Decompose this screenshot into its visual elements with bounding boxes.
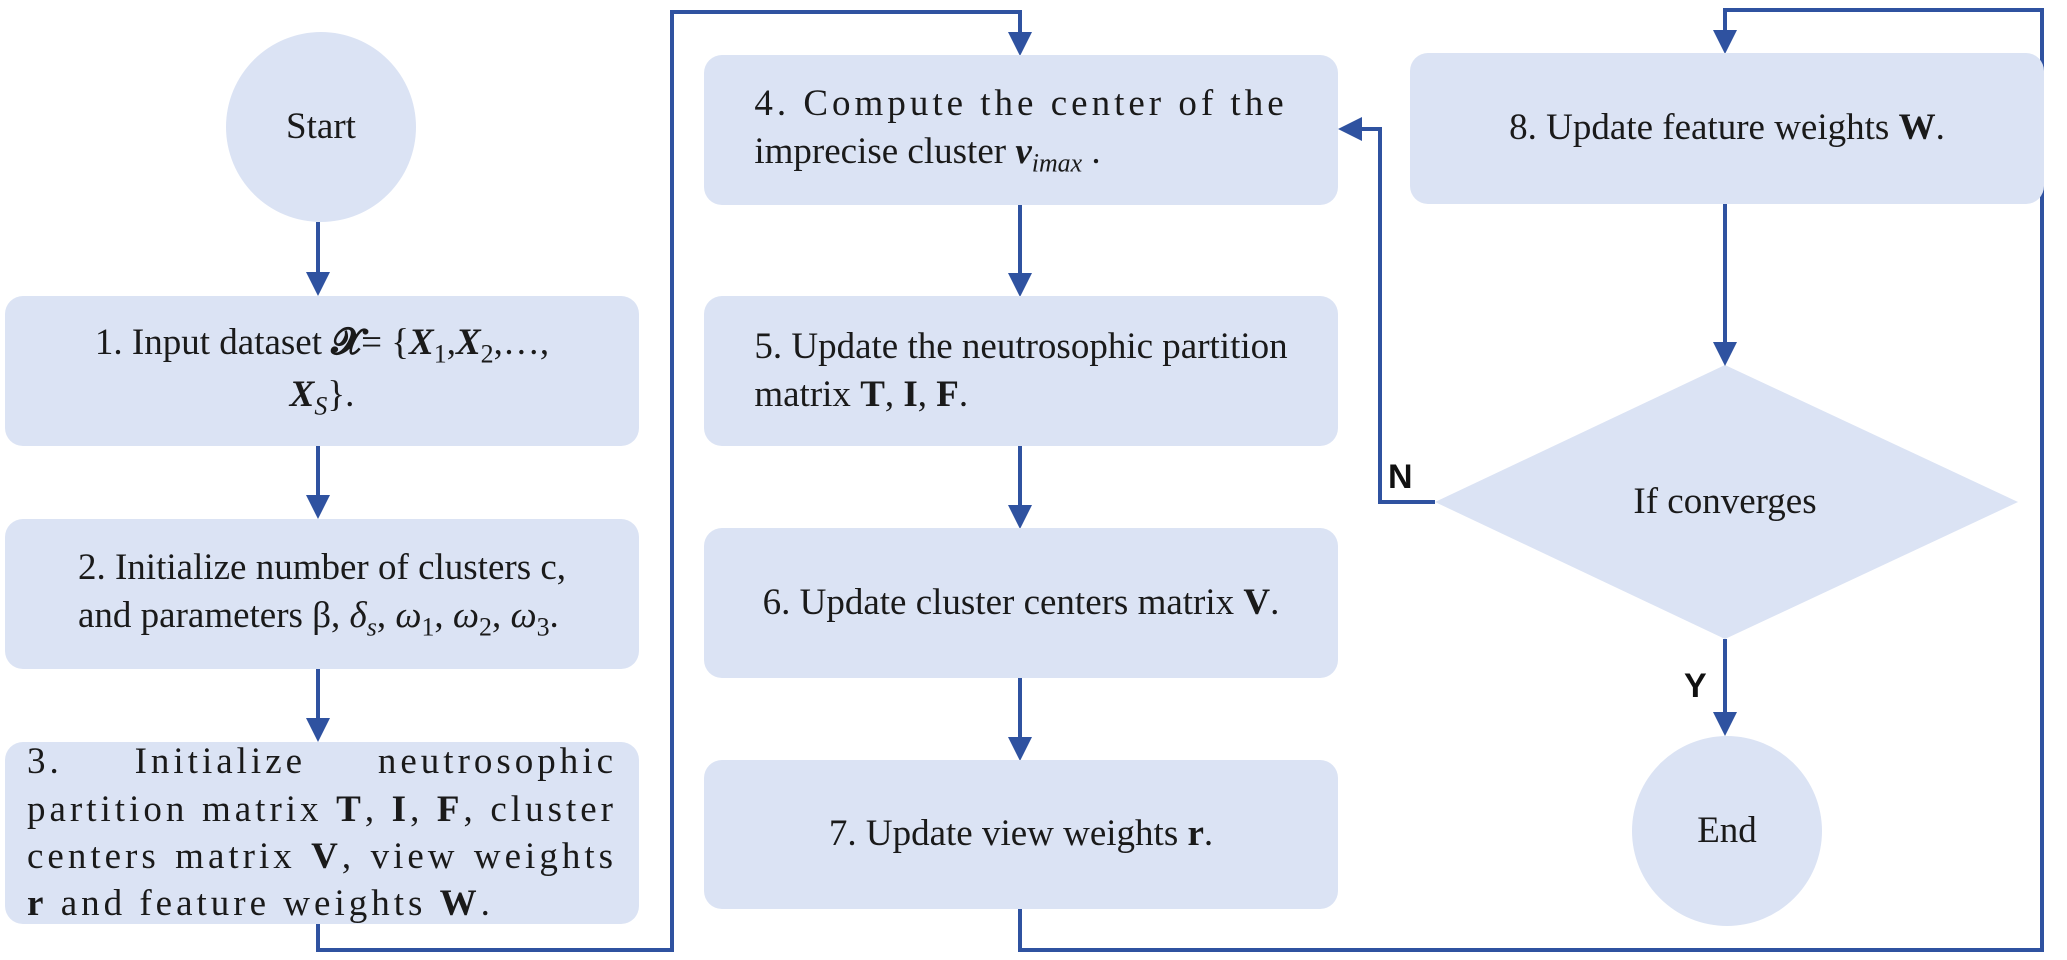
edge-label-no: N <box>1388 458 1413 496</box>
start-node: Start <box>226 32 416 222</box>
end-label: End <box>1697 809 1757 851</box>
start-label: Start <box>286 105 356 147</box>
step7-box: 7. Update view weights r. <box>704 760 1338 909</box>
decision-label-box: If converges <box>1535 465 1915 539</box>
step2-text: 2. Initialize number of clusters c, and … <box>77 546 567 642</box>
step5-box: 5. Update the neutrosophic partition mat… <box>704 296 1338 446</box>
edge-step7-to-step8 <box>1018 8 2044 952</box>
step6-box: 6. Update cluster centers matrix V. <box>704 528 1338 678</box>
step1-box: 1. Input dataset 𝓧= {X1,X2,…,XS}. <box>5 296 639 446</box>
step4-box: 4. Compute the center of the imprecise c… <box>704 55 1338 205</box>
step2-box: 2. Initialize number of clusters c, and … <box>5 519 639 669</box>
decision-diamond <box>1435 365 2018 639</box>
step3-text: 3. Initialize neutrosophic partition mat… <box>27 741 617 925</box>
decision-label: If converges <box>1633 480 1817 522</box>
step4-text: 4. Compute the center of the imprecise c… <box>754 82 1288 178</box>
end-node: End <box>1632 736 1822 926</box>
step8-text: 8. Update feature weights W. <box>1509 107 1945 149</box>
step7-text: 7. Update view weights r. <box>828 813 1214 855</box>
step8-box: 8. Update feature weights W. <box>1410 53 2044 204</box>
step6-text: 6. Update cluster centers matrix V. <box>762 581 1280 623</box>
edge-decision-no-to-step4 <box>1338 117 1435 504</box>
decision-diamond-group <box>1435 365 2018 639</box>
edge-label-yes: Y <box>1684 667 1707 705</box>
step1-text: 1. Input dataset 𝓧= {X1,X2,…,XS}. <box>94 321 550 421</box>
edge-step3-to-step4 <box>316 10 1032 952</box>
step5-text: 5. Update the neutrosophic partition mat… <box>754 325 1288 415</box>
step3-box: 3. Initialize neutrosophic partition mat… <box>5 741 639 924</box>
